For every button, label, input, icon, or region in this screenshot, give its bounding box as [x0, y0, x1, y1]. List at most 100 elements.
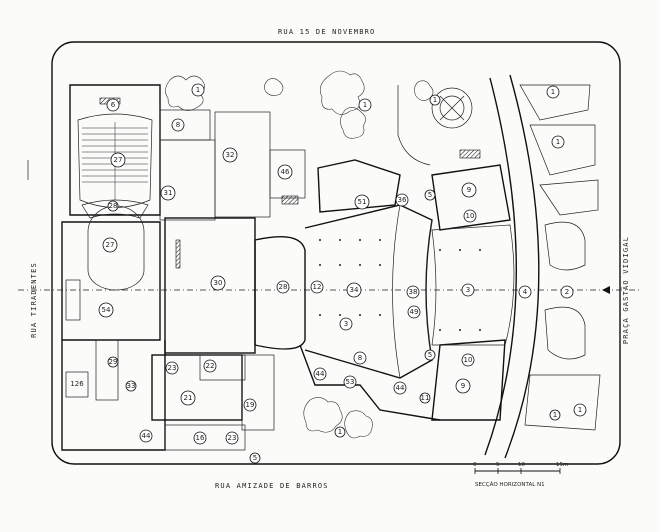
svg-text:10: 10	[466, 212, 475, 220]
svg-text:51: 51	[358, 198, 367, 206]
svg-text:3: 3	[344, 320, 348, 328]
svg-text:36: 36	[398, 196, 407, 204]
plaza-planter-2	[544, 306, 586, 360]
room-9-bottom	[431, 339, 506, 421]
label-126: 126	[70, 380, 84, 388]
svg-text:53: 53	[346, 378, 355, 386]
svg-text:1: 1	[553, 411, 557, 419]
svg-text:5: 5	[428, 191, 432, 199]
stage-lip	[81, 199, 149, 219]
plaza-wedge-2	[529, 124, 596, 176]
svg-text:46: 46	[281, 168, 290, 176]
svg-text:15m: 15m	[556, 462, 568, 468]
stair-left	[65, 279, 81, 321]
svg-text:1: 1	[556, 138, 560, 146]
axis-arrow	[602, 286, 610, 294]
room-numbers: 6 27 28 27 54 8 32 31 46 30 28 12 34 3 8…	[70, 83, 587, 464]
room-31	[159, 139, 216, 221]
plaza-planter-1	[544, 221, 586, 271]
svg-text:44: 44	[316, 370, 325, 378]
svg-text:4: 4	[523, 288, 528, 296]
svg-text:23: 23	[168, 364, 177, 372]
svg-text:23: 23	[228, 434, 237, 442]
svg-text:1: 1	[363, 101, 367, 109]
scale-caption: SECÇÃO HORIZONTAL N1	[475, 481, 545, 488]
svg-text:8: 8	[358, 354, 362, 362]
proscenium	[254, 236, 306, 350]
plaza-wedge-3	[539, 179, 599, 216]
svg-text:31: 31	[164, 189, 173, 197]
svg-text:5: 5	[496, 462, 500, 468]
foyer-arc-inner	[392, 204, 401, 379]
column-grid	[319, 239, 481, 331]
svg-text:22: 22	[206, 362, 215, 370]
room-stack	[95, 339, 119, 401]
svg-text:1: 1	[551, 88, 555, 96]
fountain-outer	[431, 87, 473, 129]
svg-text:8: 8	[176, 121, 180, 129]
room-51	[317, 159, 401, 213]
svg-text:12: 12	[313, 283, 322, 291]
room-22	[199, 354, 246, 381]
service-block-left	[61, 340, 166, 451]
main-stage	[164, 217, 256, 354]
svg-text:9: 9	[461, 382, 465, 390]
svg-text:30: 30	[214, 279, 223, 287]
lower-curve-wall	[299, 344, 441, 421]
label-stage: 28	[109, 202, 118, 210]
svg-text:0: 0	[473, 462, 477, 468]
room-32	[214, 111, 271, 218]
svg-text:49: 49	[410, 308, 419, 316]
svg-text:32: 32	[226, 151, 235, 159]
svg-text:11: 11	[421, 394, 430, 402]
svg-text:29: 29	[109, 358, 118, 366]
room-9-top	[431, 164, 511, 231]
plaza-wedge-1	[519, 84, 591, 121]
foyer-block	[61, 221, 161, 341]
svg-text:10: 10	[464, 356, 473, 364]
street-left: RUA TIRADENTES	[30, 262, 38, 338]
svg-text:34: 34	[350, 286, 359, 294]
svg-text:2: 2	[565, 288, 569, 296]
svg-text:28: 28	[279, 283, 288, 291]
svg-text:16: 16	[196, 434, 205, 442]
svg-text:3: 3	[466, 286, 470, 294]
ramp-inner	[484, 77, 517, 456]
svg-text:10: 10	[518, 462, 525, 468]
svg-text:21: 21	[184, 394, 193, 402]
svg-text:38: 38	[409, 288, 418, 296]
room-19	[241, 354, 275, 431]
svg-text:44: 44	[396, 384, 405, 392]
room-8	[159, 109, 211, 141]
gallery	[431, 224, 515, 346]
svg-text:5: 5	[253, 454, 257, 462]
ramp-outer	[504, 74, 540, 459]
street-top: RUA 15 DE NOVEMBRO	[278, 28, 375, 36]
scale-bar: 0 5 10 15m SECÇÃO HORIZONTAL N1	[473, 462, 568, 488]
block-outline	[51, 41, 621, 465]
foyer-arc-outer	[425, 219, 433, 361]
svg-text:1: 1	[196, 86, 200, 94]
svg-text:9: 9	[467, 186, 471, 194]
round-hall	[87, 205, 145, 291]
svg-text:19: 19	[246, 401, 255, 409]
room-126	[65, 371, 89, 398]
street-bottom: RUA AMIZADE DE BARROS	[215, 482, 329, 490]
fountain-inner	[439, 95, 465, 121]
label-6: 6	[111, 101, 116, 109]
svg-text:5: 5	[428, 351, 432, 359]
svg-text:1: 1	[433, 96, 437, 104]
svg-text:44: 44	[142, 432, 151, 440]
room-16	[164, 424, 246, 451]
seating-fan	[77, 113, 153, 208]
label-seats: 27	[114, 156, 123, 164]
svg-text:1: 1	[578, 406, 582, 414]
vegetation	[165, 70, 434, 439]
label-foyer: 27	[106, 241, 115, 249]
drive-curve	[397, 85, 431, 166]
label-lobby: 54	[102, 306, 111, 314]
svg-text:1: 1	[338, 428, 342, 436]
plaza-wedge-4	[524, 374, 601, 431]
